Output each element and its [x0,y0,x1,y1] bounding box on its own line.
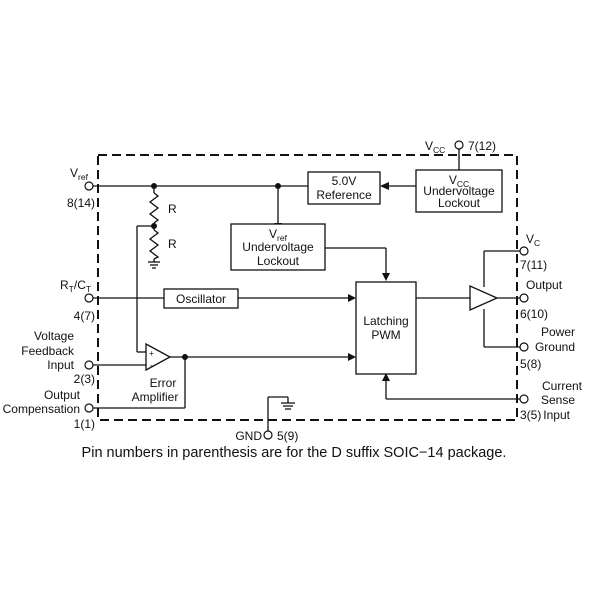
error-amp-minus: - [150,360,153,370]
junction-dot [151,183,157,189]
pin-current-sense [519,394,529,404]
pin-output [519,293,529,303]
pin-current-sense-label-1: Current [542,379,583,393]
pin-gnd [263,430,273,440]
reference-label-1: 5.0V [332,174,357,188]
reference-block [307,171,381,205]
junction-dot [182,354,188,360]
vcc-uvlo-label-2: Undervoltage [423,184,495,198]
pin-output-compensation-label-1: Output [44,388,81,402]
vcc-uvlo-block [415,169,503,213]
pin-voltage-feedback-label-2: Feedback [21,344,75,358]
reference-label-2: Reference [316,188,372,202]
pin-vcc [454,140,464,150]
pin-vc-label: VC [526,232,540,248]
pin-current-sense-label-2: Sense [541,393,575,407]
pin-output-compensation-number: 1(1) [74,417,95,431]
resistor-bottom-label: R [168,237,177,251]
pin-rtct-number: 4(7) [74,309,95,323]
error-amp-plus: + [149,348,154,358]
vref-uvlo-label-2: Undervoltage [242,240,314,254]
wires [93,149,520,431]
pwm-label-2: PWM [371,328,400,342]
pwm-block [355,281,417,375]
vref-uvlo-label-1: Vref [269,227,288,243]
pin-vcc-label: VCC [425,139,445,155]
resistor-top-label: R [168,202,177,216]
pin-voltage-feedback [84,360,94,370]
pin-voltage-feedback-label-1: Voltage [34,329,74,343]
vref-uvlo-label-3: Lockout [257,254,300,268]
chip-outline [97,154,518,421]
diagram-caption: Pin numbers in parenthesis are for the D… [82,445,507,461]
pin-output-label: Output [526,278,563,292]
pin-vcc-number: 7(12) [468,139,496,153]
oscillator-label: Oscillator [176,292,226,306]
pin-current-sense-label-3: Input [543,408,570,422]
junction-dot [275,183,281,189]
vcc-uvlo-label-3: Lockout [438,196,481,210]
pwm-label-1: Latching [363,314,408,328]
pin-rtct [84,293,94,303]
error-amp-label-2: Amplifier [132,390,179,404]
pin-gnd-label: GND [235,429,262,443]
pin-voltage-feedback-label-3: Input [47,358,74,372]
pin-power-ground-label-2: Ground [535,340,575,354]
oscillator-block [163,288,239,309]
pin-output-number: 6(10) [520,307,548,321]
pin-vref-number: 8(14) [67,196,95,210]
vcc-uvlo-label-1: VCC [449,173,469,189]
pin-voltage-feedback-number: 2(3) [74,372,95,386]
error-amplifier [145,342,172,372]
junction-dot [151,223,157,229]
pin-vref [84,181,94,191]
pin-gnd-number: 5(9) [277,429,298,443]
pin-vref-label: Vref [70,166,89,182]
pin-power-ground-number: 5(8) [520,357,541,371]
vref-uvlo-block [230,223,326,271]
output-driver [469,284,499,312]
pin-vc-number: 7(11) [520,258,547,272]
pin-vc [519,246,529,256]
pin-current-sense-number: 3(5) [520,408,541,422]
pin-output-compensation-label-2: Compensation [3,402,80,416]
error-amp-label-1: Error [150,376,177,390]
pin-power-ground-label-1: Power [541,325,575,339]
pin-rtct-label: RT/CT [60,278,91,294]
pin-output-compensation [84,403,94,413]
pin-power-ground [519,342,529,352]
